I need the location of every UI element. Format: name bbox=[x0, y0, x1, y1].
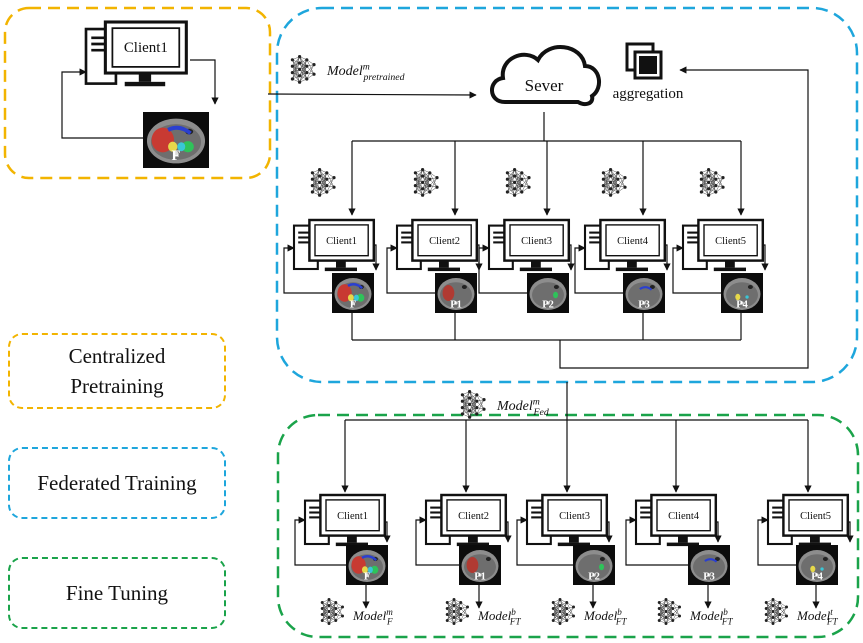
legend-fine-tuning: Fine Tuning bbox=[8, 557, 226, 629]
finetune-ct-scan-1: F bbox=[346, 545, 388, 585]
pretrain-arrow-to-scan bbox=[190, 59, 219, 105]
finetune-client-computer-5: Client5 bbox=[766, 493, 850, 547]
client-label: Client5 bbox=[800, 511, 831, 522]
client-label: Client1 bbox=[337, 511, 368, 522]
ft-client-loop-arrow bbox=[294, 516, 346, 566]
pretrain-client-computer: Client1 bbox=[84, 20, 188, 87]
ft-client-loop-arrow bbox=[625, 516, 688, 566]
federated-ct-scan-3: P2 bbox=[527, 273, 569, 313]
client-label: Client2 bbox=[458, 511, 489, 522]
scan-tag: P4 bbox=[811, 571, 823, 582]
client-label: Client5 bbox=[715, 236, 746, 247]
pretrain-to-server-arrow bbox=[267, 91, 477, 99]
client-label: Client1 bbox=[124, 40, 168, 56]
legend-centralized-pretraining: Centralized Pretraining bbox=[8, 333, 226, 409]
finetune-ct-scan-5: P4 bbox=[796, 545, 838, 585]
federated-ct-scan-1: F bbox=[332, 273, 374, 313]
scan-tag: F bbox=[350, 299, 356, 310]
server-cloud-icon bbox=[490, 45, 602, 106]
scan-tag: P1 bbox=[450, 299, 462, 310]
client-loop-arrow bbox=[283, 244, 332, 294]
federated-client-computer-5: Client5 bbox=[681, 218, 765, 272]
federated-client-computer-1: Client1 bbox=[292, 218, 376, 272]
scan-tag: P1 bbox=[474, 571, 486, 582]
finetune-ct-scan-2: P1 bbox=[459, 545, 501, 585]
scan-tag: P4 bbox=[736, 299, 748, 310]
scan-tag: P2 bbox=[542, 299, 554, 310]
pretraining-region bbox=[3, 6, 272, 180]
federated-model-icon bbox=[413, 168, 439, 197]
finetuned-model-icon bbox=[764, 598, 788, 625]
ft-client-loop-arrow bbox=[415, 516, 459, 566]
aggregation-icon bbox=[625, 42, 663, 80]
legend-federated-label: Federated Training bbox=[37, 471, 197, 495]
client-label: Client4 bbox=[668, 511, 700, 522]
federated-ct-scan-5: P4 bbox=[721, 273, 763, 313]
legend-federated-training: Federated Training bbox=[8, 447, 226, 519]
pretrain-ct-scan: F bbox=[143, 112, 209, 168]
scan-tag: P3 bbox=[703, 571, 715, 582]
federated-model-icon bbox=[505, 168, 531, 197]
scan-tag: F bbox=[172, 148, 181, 164]
client-loop-arrow bbox=[386, 244, 435, 294]
federated-model-icon bbox=[699, 168, 725, 197]
federated-model-icon bbox=[601, 168, 627, 197]
client-loop-arrow bbox=[478, 244, 527, 294]
fed-model-icon bbox=[460, 390, 486, 419]
finetune-client-computer-4: Client4 bbox=[634, 493, 718, 547]
legend-finetuning-label: Fine Tuning bbox=[65, 581, 169, 605]
return-to-aggregation-arrow bbox=[559, 66, 809, 369]
federated-client-computer-2: Client2 bbox=[395, 218, 479, 272]
server-label: Sever bbox=[525, 76, 564, 95]
federated-ct-scan-2: P1 bbox=[435, 273, 477, 313]
client-loop-arrow bbox=[672, 244, 721, 294]
client-label: Client3 bbox=[559, 511, 590, 522]
client-label: Client1 bbox=[326, 236, 357, 247]
scan-tag: P2 bbox=[588, 571, 600, 582]
finetuned-model-icon bbox=[445, 598, 469, 625]
finetuned-model-icon bbox=[320, 598, 344, 625]
ft-client-loop-arrow bbox=[516, 516, 573, 566]
finetune-client-computer-2: Client2 bbox=[424, 493, 508, 547]
finetune-client-computer-3: Client3 bbox=[525, 493, 609, 547]
finetuned-model-icon bbox=[657, 598, 681, 625]
legend-centralized-label: Centralized Pretraining bbox=[68, 344, 166, 398]
pretrain-loop-arrow bbox=[61, 68, 143, 139]
finetuned-model-icon bbox=[551, 598, 575, 625]
federated-ct-scan-4: P3 bbox=[623, 273, 665, 313]
ft-client-loop-arrow bbox=[757, 516, 796, 566]
finetune-ct-scan-3: P2 bbox=[573, 545, 615, 585]
client-label: Client4 bbox=[617, 236, 649, 247]
pretrained-model-icon bbox=[290, 55, 316, 84]
finetune-client-computer-1: Client1 bbox=[303, 493, 387, 547]
client-loop-arrow bbox=[574, 244, 623, 294]
client-label: Client3 bbox=[521, 236, 552, 247]
client-label: Client2 bbox=[429, 236, 460, 247]
scan-tag: P3 bbox=[638, 299, 650, 310]
federated-client-computer-3: Client3 bbox=[487, 218, 571, 272]
scan-tag: F bbox=[364, 571, 370, 582]
aggregation-label: aggregation bbox=[613, 86, 684, 102]
finetune-ct-scan-4: P3 bbox=[688, 545, 730, 585]
federated-model-icon bbox=[310, 168, 336, 197]
finetuning-region bbox=[276, 413, 860, 639]
federated-client-computer-4: Client4 bbox=[583, 218, 667, 272]
